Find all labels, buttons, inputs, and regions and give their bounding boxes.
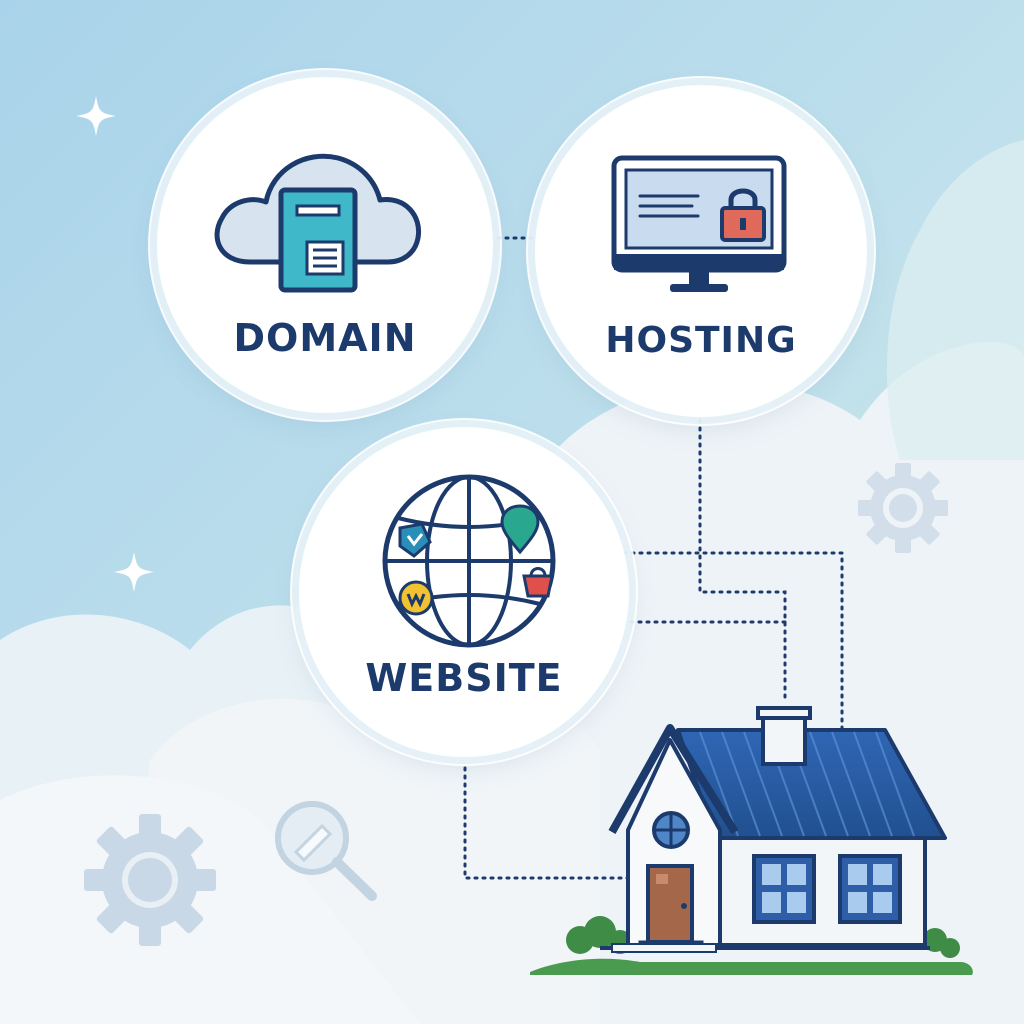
domain-node: DOMAIN: [160, 80, 490, 410]
map-pin-icon: [500, 504, 540, 555]
lock-icon: [720, 188, 766, 242]
globe-icon: [382, 474, 556, 648]
hosting-label: HOSTING: [605, 320, 797, 361]
house-icon: [530, 706, 973, 975]
connector-lines: [463, 236, 844, 880]
sparkle-icon: [76, 96, 116, 136]
sparkle-icon: [114, 552, 154, 592]
map-pin-icon: [398, 580, 434, 616]
hosting-node: HOSTING: [538, 88, 864, 414]
gear-icon: [84, 814, 216, 946]
website-label: WEBSITE: [365, 656, 563, 700]
map-pin-icon: [398, 522, 432, 558]
gear-icon: [858, 463, 948, 553]
document-icon: [278, 187, 358, 293]
magnifier-icon: [275, 801, 377, 901]
map-pin-icon: [522, 567, 554, 598]
domain-label: DOMAIN: [233, 316, 417, 360]
website-node: WEBSITE: [302, 430, 626, 754]
